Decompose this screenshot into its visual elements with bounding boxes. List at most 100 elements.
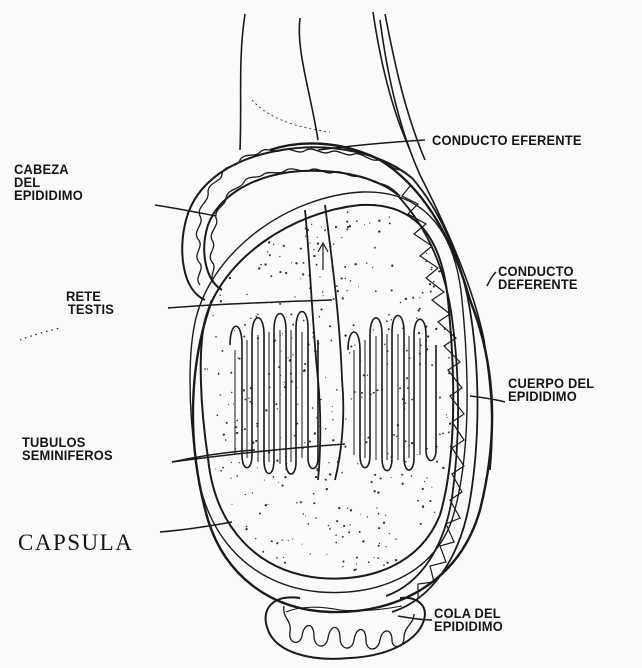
stipple-dot [331,340,333,342]
stipple-dot [367,375,368,376]
stipple-dot [441,204,443,206]
stipple-dot [448,431,450,433]
stipple-dot [371,481,373,483]
stipple-dot [294,435,296,437]
stipple-dot [304,369,305,370]
stipple-dot [367,516,368,517]
stipple-dot [429,542,431,544]
stipple-dot [210,228,211,229]
stipple-dot [257,467,258,468]
leader-cola [398,616,432,620]
stipple-dot [391,477,392,478]
stipple-dot [424,207,425,208]
stipple-dot [387,562,389,564]
stipple-dot [336,520,338,522]
stipple-dot [219,294,221,296]
stipple-dot [411,399,413,401]
stipple-dot [202,278,204,280]
stipple-dot [195,391,197,393]
stipple-dot [389,217,390,218]
stipple-dot [284,382,285,383]
stipple-dot [383,564,385,566]
stipple-dot [377,491,379,493]
testis-stipple [194,200,459,586]
stipple-dot [378,513,380,515]
spermatic-cord [240,12,425,160]
stipple-dot [264,211,266,213]
stipple-dot [325,479,327,481]
stipple-dot [213,315,214,316]
stipple-dot [255,538,256,539]
stipple-dot [304,363,306,365]
stipple-dot [341,472,342,473]
stipple-dot [228,223,229,224]
label-cuerpo-del-epididimo: CUERPO DEL EPIDIDIMO [508,377,594,403]
stipple-dot [446,200,448,202]
stipple-dot [236,420,238,422]
stipple-dot [202,565,203,566]
stipple-dot [344,266,346,268]
stipple-dot [333,298,335,300]
stipple-dot [456,531,458,533]
stipple-dot [201,545,203,547]
stipple-dot [419,297,420,298]
stipple-dot [336,285,338,287]
stipple-dot [356,557,358,559]
stipple-dot [325,377,326,378]
stipple-dot [239,578,240,579]
stipple-dot [194,474,196,476]
stipple-dot [357,463,358,464]
stipple-dot [362,540,364,542]
stipple-dot [223,433,225,435]
stipple-dot [375,290,377,292]
stipple-dot [195,406,197,408]
stipple-dot [265,504,267,506]
stipple-dot [216,414,218,416]
stipple-dot [438,530,440,532]
stipple-dot [363,374,365,376]
stipple-dot [279,271,281,273]
stipple-dot [422,567,423,568]
stipple-dot [455,335,456,336]
stipple-dot [311,224,312,225]
stipple-dot [342,297,344,299]
stipple-dot [406,377,408,379]
stipple-dot [285,272,287,274]
stipple-dot [404,562,406,564]
stipple-dot [231,462,232,463]
stipple-dot [203,442,205,444]
stipple-dot [245,528,247,530]
stipple-dot [196,426,198,428]
stipple-dot [326,488,328,490]
stipple-dot [207,571,208,572]
stipple-dot [214,519,215,520]
stipple-dot [376,507,377,508]
stipple-dot [316,468,318,470]
stipple-dot [399,387,401,389]
stipple-dot [388,314,390,316]
stipple-dot [283,557,284,558]
stipple-dot [268,504,269,505]
stipple-dot [273,244,274,245]
label-tubulos-seminiferos: TUBULOS SEMINIFEROS [22,436,113,462]
stipple-dot [441,567,443,569]
stipple-dot [308,523,310,525]
stipple-dot [429,500,431,502]
stipple-dot [274,568,276,570]
stipple-dot [422,292,424,294]
stipple-dot [396,436,397,437]
stipple-dot [204,489,206,491]
stipple-dot [391,289,393,291]
stipple-dot [231,392,232,393]
stipple-dot [335,226,337,228]
stipple-dot [275,403,277,405]
stipple-dot [250,318,252,320]
epididymis-tail [266,597,425,658]
stipple-dot [436,232,438,234]
stipple-dot [342,566,343,567]
stipple-dot [341,277,343,279]
stipple-dot [302,273,304,275]
stipple-dot [349,352,350,353]
stipple-dot [195,217,197,219]
stipple-dot [276,542,278,544]
